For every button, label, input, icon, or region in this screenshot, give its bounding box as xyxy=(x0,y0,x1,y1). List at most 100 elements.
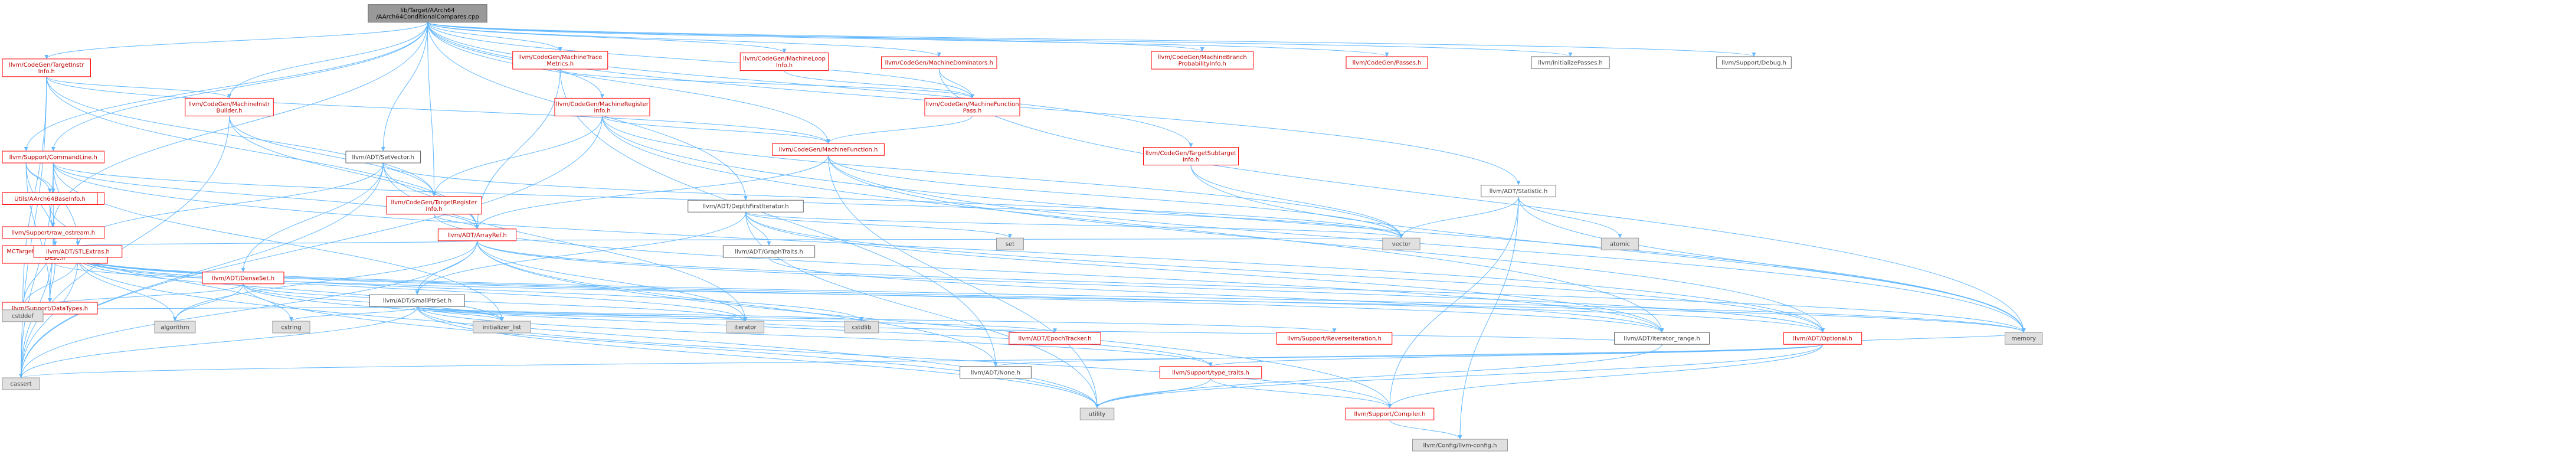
edge-root-to-mfp xyxy=(427,22,974,99)
edge-root-to-tri xyxy=(427,22,436,197)
edge-root-to-mf xyxy=(427,22,830,144)
node-datatypes-label: llvm/Support/DataTypes.h xyxy=(12,306,88,312)
node-dfi[interactable]: llvm/ADT/DepthFirstIterator.h xyxy=(688,200,804,213)
edge-dfi-to-vector xyxy=(745,211,1403,239)
node-cstddef: cstddef xyxy=(2,309,44,322)
node-cstring-label: cstring xyxy=(281,325,301,331)
edge-stlextras-to-cassert xyxy=(19,257,78,378)
node-utilsbase[interactable]: Utils/AArch64BaseInfo.h xyxy=(2,192,98,205)
node-cmdline[interactable]: llvm/Support/CommandLine.h xyxy=(2,151,104,164)
node-initlist-label: initializer_list xyxy=(483,325,522,331)
node-statistic[interactable]: llvm/ADT/Statistic.h xyxy=(1481,185,1556,198)
node-reviter-label: llvm/Support/ReverseIteration.h xyxy=(1287,336,1382,342)
node-mdom-label: llvm/CodeGen/MachineDominators.h xyxy=(885,60,993,67)
node-typetraits[interactable]: llvm/Support/type_traits.h xyxy=(1159,366,1262,379)
node-optional[interactable]: llvm/ADT/Optional.h xyxy=(1783,332,1863,345)
node-debug[interactable]: llvm/Support/Debug.h xyxy=(1716,56,1792,69)
node-mdom-box xyxy=(881,56,997,69)
node-graphtraits[interactable]: llvm/ADT/GraphTraits.h xyxy=(722,245,816,258)
edge-dfi-to-set xyxy=(745,211,1012,239)
node-iterrange-box xyxy=(1614,332,1710,345)
node-densset[interactable]: llvm/ADT/DenseSet.h xyxy=(202,272,284,285)
node-epoch-label: llvm/ADT/EpochTracker.h xyxy=(1019,336,1092,342)
node-mbpi[interactable]: llvm/CodeGen/MachineBranchProbabilityInf… xyxy=(1151,51,1253,70)
node-initp[interactable]: llvm/InitializePasses.h xyxy=(1531,56,1610,69)
node-debug-box xyxy=(1716,56,1792,69)
node-set-box xyxy=(996,237,1024,250)
edge-densset-to-algorithm xyxy=(173,283,244,322)
node-llvmconfig-label: llvm/Config/llvm-config.h xyxy=(1423,443,1497,449)
edge-sps-to-iterator xyxy=(417,306,748,322)
edge-sps-to-typetraits xyxy=(417,306,1213,367)
node-reviter[interactable]: llvm/Support/ReverseIteration.h xyxy=(1276,332,1393,345)
node-mfp-label: llvm/CodeGen/MachineFunction xyxy=(925,101,1019,107)
node-mf[interactable]: llvm/CodeGen/MachineFunction.h xyxy=(772,143,885,156)
node-rawos[interactable]: llvm/Support/raw_ostream.h xyxy=(2,226,104,239)
node-compiler[interactable]: llvm/Support/Compiler.h xyxy=(1345,407,1435,420)
node-tri-label: llvm/CodeGen/TargetRegister xyxy=(391,200,478,206)
node-atomic-box xyxy=(1600,237,1639,250)
node-mtm-box xyxy=(512,51,608,70)
edge-tii-to-mib xyxy=(46,76,231,99)
node-cstdlib-box xyxy=(844,321,879,334)
node-compiler-box xyxy=(1345,407,1435,420)
node-atomic: atomic xyxy=(1600,237,1639,250)
edge-cmdline-to-arrayref xyxy=(53,162,479,229)
node-stlextras[interactable]: llvm/ADT/STLExtras.h xyxy=(33,245,123,258)
edge-dfi-to-optional xyxy=(745,212,1825,333)
node-arrayref-label: llvm/ADT/ArrayRef.h xyxy=(447,232,507,239)
node-mtm-label: Metrics.h xyxy=(546,61,574,67)
edge-stlextras-to-optional xyxy=(77,257,1825,333)
edge-optional-to-typetraits xyxy=(1209,344,1823,367)
node-setvector[interactable]: llvm/ADT/SetVector.h xyxy=(345,151,421,164)
node-memory-label: memory xyxy=(2011,336,2036,342)
edge-mri-to-mf xyxy=(602,115,830,144)
edge-sps-to-cstdlib xyxy=(417,306,864,322)
edge-root-to-rawos xyxy=(51,22,428,227)
edge-arrayref-to-stlextras xyxy=(76,240,477,246)
node-epoch[interactable]: llvm/ADT/EpochTracker.h xyxy=(1009,332,1101,345)
node-passes[interactable]: llvm/CodeGen/Passes.h xyxy=(1346,56,1428,69)
edge-statistic-to-compiler xyxy=(1387,197,1519,409)
edge-mcdesc-to-datatypes xyxy=(48,263,55,303)
node-sps[interactable]: llvm/ADT/SmallPtrSet.h xyxy=(369,294,465,307)
edge-arrayref-to-algorithm xyxy=(173,240,477,322)
node-graphtraits-box xyxy=(722,245,816,258)
node-tsi-label: llvm/CodeGen/TargetSubtarget xyxy=(1145,151,1236,157)
edge-root-to-mdom xyxy=(427,22,941,57)
node-arrayref[interactable]: llvm/ADT/ArrayRef.h xyxy=(437,228,517,241)
node-statistic-box xyxy=(1481,185,1556,198)
node-iterrange[interactable]: llvm/ADT/iterator_range.h xyxy=(1614,332,1710,345)
edge-utilsbase-to-stlextras xyxy=(50,204,80,246)
node-cassert: cassert xyxy=(2,377,40,390)
node-none[interactable]: llvm/ADT/None.h xyxy=(960,366,1032,379)
edge-arrayref-to-memory xyxy=(477,240,2026,333)
node-root[interactable]: lib/Target/AArch64/AArch64ConditionalCom… xyxy=(368,4,487,23)
node-iterator-box xyxy=(726,321,765,334)
node-mli-label: Info.h xyxy=(776,63,793,69)
edge-iterrange-to-iterator xyxy=(744,321,1662,345)
node-iterrange-label: llvm/ADT/iterator_range.h xyxy=(1623,336,1700,342)
node-initp-label: llvm/InitializePasses.h xyxy=(1538,60,1602,67)
node-mbpi-label: llvm/CodeGen/MachineBranch xyxy=(1158,54,1247,61)
node-cstdlib-label: cstdlib xyxy=(852,325,872,331)
edge-root-to-mib xyxy=(227,22,428,99)
node-tii-label: llvm/CodeGen/TargetInstr xyxy=(9,62,84,68)
edge-mdom-to-mfp xyxy=(938,68,974,99)
node-cstddef-label: cstddef xyxy=(12,313,34,319)
node-llvmconfig-box xyxy=(1412,439,1508,452)
edge-root-to-mli xyxy=(427,22,787,54)
node-mdom[interactable]: llvm/CodeGen/MachineDominators.h xyxy=(881,56,997,69)
edge-mf-to-optional xyxy=(828,155,1825,333)
node-initp-box xyxy=(1531,56,1610,69)
edge-sps-to-epoch xyxy=(417,306,1057,333)
edge-mfp-to-mf xyxy=(826,116,973,144)
